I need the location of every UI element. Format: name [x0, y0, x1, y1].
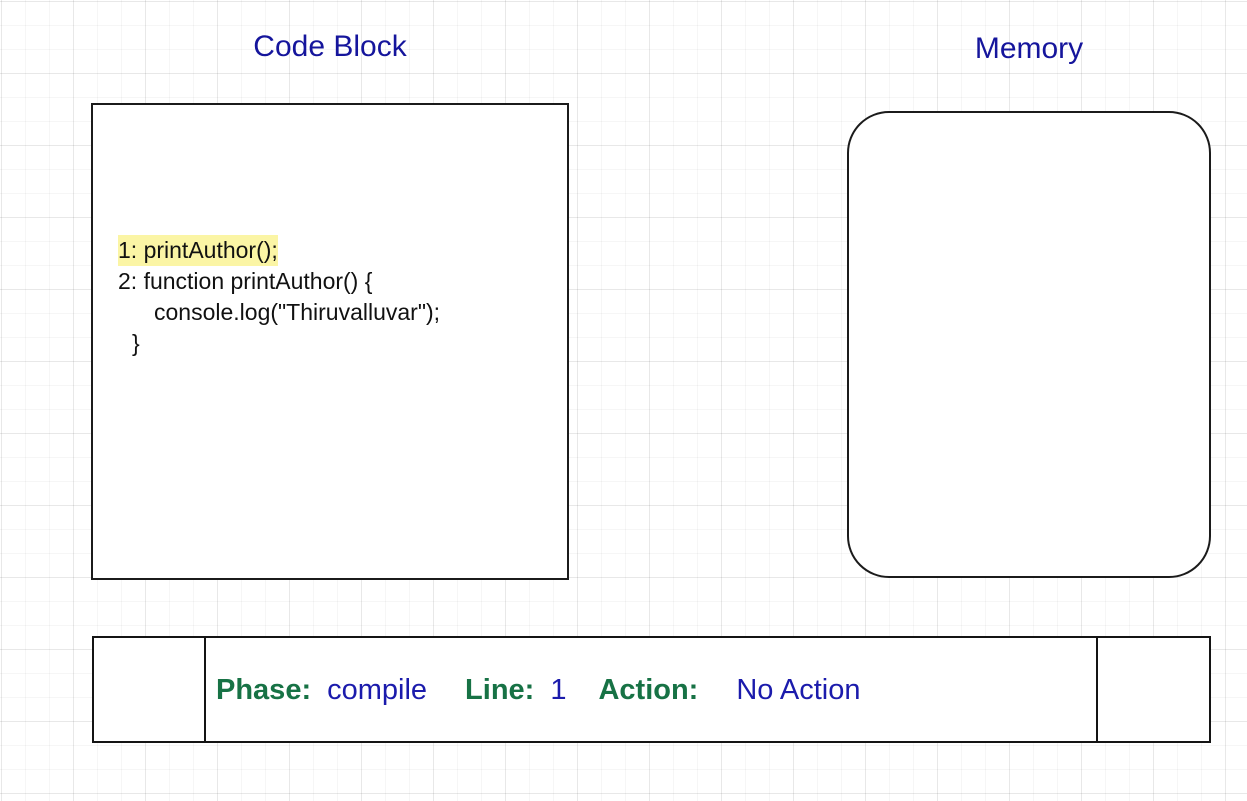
- memory-panel: [847, 111, 1211, 578]
- code-line-4[interactable]: }: [132, 330, 140, 356]
- code-block-title: Code Block: [253, 30, 407, 63]
- phase-label: Phase:: [216, 673, 312, 706]
- code-listing: 1: printAuthor(); 2: function printAutho…: [118, 235, 558, 359]
- line-value: 1: [550, 673, 567, 706]
- phase-value: compile: [327, 673, 428, 706]
- status-bar: Phase: compile Line: 1 Action: No Action: [92, 636, 1211, 743]
- code-line-1[interactable]: 1: printAuthor();: [118, 235, 278, 266]
- memory-title: Memory: [974, 32, 1084, 65]
- code-block-panel: 1: printAuthor(); 2: function printAutho…: [91, 103, 569, 580]
- status-left-cell: [94, 638, 206, 741]
- status-main-cell: Phase: compile Line: 1 Action: No Action: [206, 638, 1096, 741]
- action-label: Action:: [598, 673, 699, 706]
- status-right-cell: [1096, 638, 1209, 741]
- action-value: No Action: [736, 673, 861, 706]
- code-line-3[interactable]: console.log("Thiruvalluvar");: [154, 299, 441, 325]
- code-line-2[interactable]: 2: function printAuthor() {: [118, 268, 373, 294]
- line-label: Line:: [465, 673, 535, 706]
